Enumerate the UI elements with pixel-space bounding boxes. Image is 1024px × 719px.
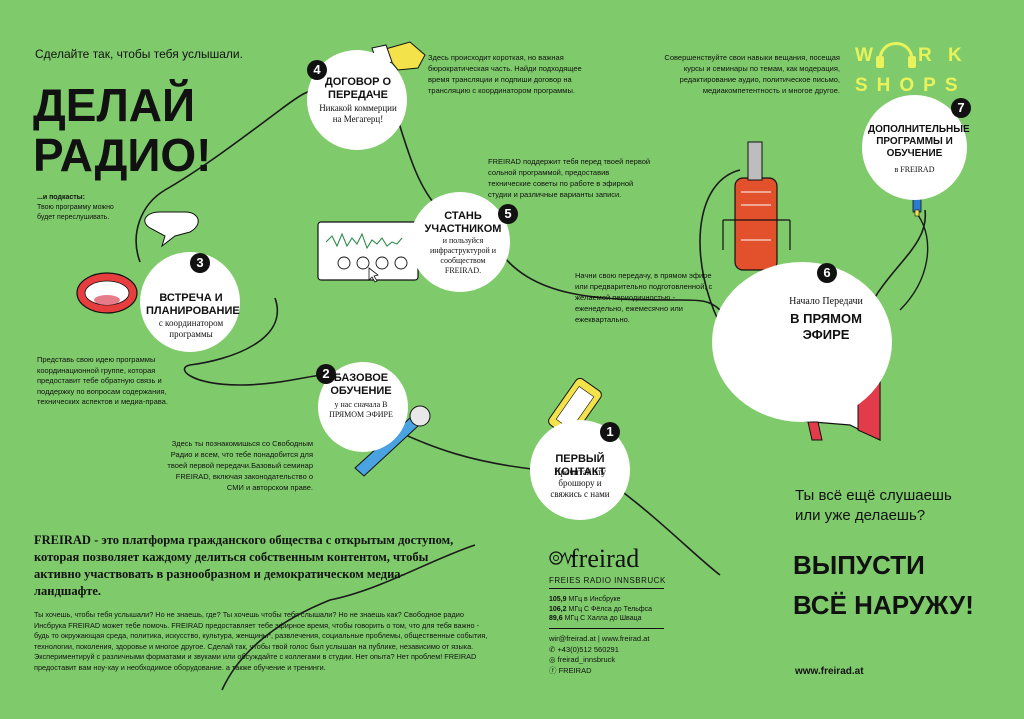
step-1-subtitle: Прочитай эту брошюру и свяжись с нами xyxy=(550,467,610,499)
freirad-logo-icon xyxy=(549,551,575,565)
about-body: Ты хочешь, чтобы тебя услышали? Но не зн… xyxy=(34,610,488,672)
step-5-number: 5 xyxy=(498,204,518,224)
step-2-title: БАЗОВОЕ ОБУЧЕНИЕ xyxy=(330,372,392,397)
step-2-subtitle: у нас сначала В ПРЯМОМ ЭФИРЕ xyxy=(329,400,393,419)
step-4-subtitle: Никакой коммерции на Мегагерц! xyxy=(319,103,397,124)
phone-number: +43(0)512 560291 xyxy=(557,644,619,654)
step-6-number: 6 xyxy=(817,263,837,283)
step-6-subtitle: Начало Передачи xyxy=(789,296,863,307)
step-2-description: Здесь ты познакомишься со Свободным Ради… xyxy=(167,439,313,492)
contact-block: wir@freirad.at | www.freirad.at ✆ +43(0)… xyxy=(549,634,649,676)
podcast-title: ...и подкасты: xyxy=(37,194,85,201)
workshops-intro: Совершенствуйте свои навыки вещания, пос… xyxy=(664,53,840,95)
workshops-letter-k: K xyxy=(948,45,966,66)
step-5-title: СТАНЬ УЧАСТНИКОМ xyxy=(424,210,502,235)
website-link[interactable]: www.freirad.at xyxy=(795,666,864,677)
brand-divider-2 xyxy=(549,628,664,629)
freirad-logo: freirad xyxy=(570,544,640,573)
brand-divider xyxy=(549,588,664,589)
step-3-number: 3 xyxy=(190,253,210,273)
facebook-icon: ⓕ xyxy=(549,665,557,675)
workshops-shops: SHOPS xyxy=(855,75,967,96)
step-7-title: ДОПОЛНИТЕЛЬНЫЕ ПРОГРАММЫ И ОБУЧЕНИЕ xyxy=(868,124,970,159)
main-title-line1: ДЕЛАЙ xyxy=(33,79,196,131)
phone-icon: ✆ xyxy=(549,644,556,654)
journey-path xyxy=(135,88,721,691)
step-5-circle xyxy=(410,192,510,292)
tablet-icon xyxy=(317,221,419,283)
step-2-number: 2 xyxy=(316,364,336,384)
instagram-row: ◎ freirad_innsbruck xyxy=(549,655,649,666)
tagline: Сделайте так, чтобы тебя услышали. xyxy=(35,47,243,61)
headphones-icon xyxy=(876,42,916,68)
contact-link[interactable]: wir@freirad.at | www.freirad.at xyxy=(549,634,650,643)
step-6-circle xyxy=(712,262,892,422)
step-4-title: ДОГОВОР О ПЕРЕДАЧЕ xyxy=(324,76,392,101)
main-title-line2: РАДИО! xyxy=(33,129,212,181)
brand-subtitle: FREIES RADIO INNSBRUCK xyxy=(549,576,666,585)
frequency-item: 106,2 МГц С Фёлса до Тельфса xyxy=(549,605,653,613)
instagram-link[interactable]: freirad_innsbruck xyxy=(557,655,616,664)
speech-bubble-icon xyxy=(144,211,199,248)
audio-cable xyxy=(899,214,929,311)
step-6-description: Начни свою передачу, в прямом эфире или … xyxy=(575,271,713,324)
step-3-description: Представь свою идею программы координаци… xyxy=(37,355,168,406)
workshops-letter-r: R xyxy=(918,45,936,66)
step-7-number: 7 xyxy=(951,98,971,118)
step-5-subtitle: и пользуйся инфраструктурой и сообщество… xyxy=(429,236,497,275)
facebook-link[interactable]: FREIRAD xyxy=(558,665,592,675)
phone-row: ✆ +43(0)512 560291 xyxy=(549,645,649,656)
step-4-number: 4 xyxy=(307,60,327,80)
workshops-letter-w: W xyxy=(855,45,877,66)
step-5-description: FREIRAD поддержит тебя перед твоей перво… xyxy=(488,157,651,199)
frequency-list: 105,9 МГц в Инсбруке 106,2 МГц С Фёлса д… xyxy=(549,595,652,624)
facebook-row: ⓕ FREIRAD xyxy=(549,666,649,677)
step-1-number: 1 xyxy=(600,422,620,442)
step-3-title: ВСТРЕЧА И ПЛАНИРОВАНИЕ xyxy=(146,292,240,317)
step-7-circle xyxy=(862,95,967,200)
about-lead: FREIRAD - это платформа гражданского общ… xyxy=(34,533,454,598)
step-4-description: Здесь происходит короткая, но важная бюр… xyxy=(428,53,582,95)
step-7-subtitle: в FREIRAD xyxy=(894,165,935,174)
instagram-icon: ◎ xyxy=(549,655,556,664)
step-1-title: ПЕРВЫЙ КОНТАКТ xyxy=(554,453,606,478)
podcast-text: Твою программу можно будет переслушивать… xyxy=(37,204,114,221)
mouth-icon xyxy=(76,272,138,314)
podcast-note: ...и подкасты: Твою программу можно буде… xyxy=(37,193,122,223)
studio-microphone-icon xyxy=(722,141,791,271)
cta-slogan: ВЫПУСТИ ВСЁ НАРУЖУ! xyxy=(793,550,974,620)
frequency-item: 105,9 МГц в Инсбруке xyxy=(549,596,621,603)
frequency-item: 89,6 МГц С Халла до Шваца xyxy=(549,615,642,622)
step-3-subtitle: с координатором программы xyxy=(158,318,224,339)
cta-question: Ты всё ещё слушаешь или уже делаешь? xyxy=(795,487,952,524)
step-3-circle xyxy=(140,252,240,352)
step-6-title: В ПРЯМОМ ЭФИРЕ xyxy=(790,311,862,342)
audio-jack-icon xyxy=(912,197,922,217)
main-title: ДЕЛАЙ РАДИО! xyxy=(33,80,212,180)
